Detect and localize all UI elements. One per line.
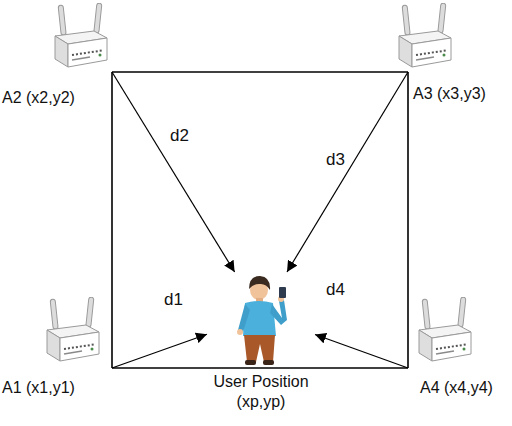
distance-arrow <box>112 334 207 368</box>
access-point: A2 (x2,y2) <box>0 0 112 112</box>
access-point-icon <box>419 297 471 361</box>
access-point: A4 (x4,y4) <box>408 290 512 420</box>
access-point-label: A4 (x4,y4) <box>420 378 493 398</box>
distance-label: d1 <box>162 290 185 310</box>
distance-arrow <box>112 72 235 272</box>
access-point-label: A2 (x2,y2) <box>2 88 75 108</box>
boundary-line <box>111 72 113 368</box>
position-label: User Position (xp,yp) <box>207 372 315 412</box>
access-point-icon <box>55 3 107 67</box>
boundary-line <box>112 71 408 73</box>
access-point-label: A1 (x1,y1) <box>2 378 75 398</box>
user-position: User Position (xp,yp) <box>207 272 315 414</box>
user-figure <box>237 276 287 365</box>
distance-arrow <box>287 72 408 272</box>
access-point: A3 (x3,y3) <box>408 0 512 112</box>
access-point-icon <box>399 3 451 67</box>
access-point: A1 (x1,y1) <box>0 290 112 420</box>
access-point-label: A3 (x3,y3) <box>413 84 486 104</box>
distance-label: d4 <box>324 280 347 300</box>
access-point-icon <box>47 297 99 361</box>
boundary-line <box>407 72 409 368</box>
boundary-line <box>112 367 408 369</box>
distance-label: d3 <box>324 150 347 170</box>
distance-label: d2 <box>168 126 191 146</box>
distance-arrow <box>315 334 408 368</box>
